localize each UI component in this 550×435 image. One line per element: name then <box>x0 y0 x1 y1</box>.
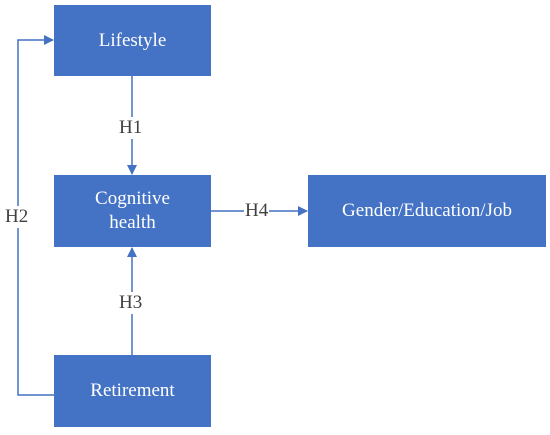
node-demographics-label: Gender/Education/Job <box>342 200 512 221</box>
node-retirement-label: Retirement <box>90 380 175 401</box>
node-lifestyle: Lifestyle <box>54 5 211 76</box>
node-lifestyle-label: Lifestyle <box>98 29 167 51</box>
hypothesis-label-h4: H4 <box>244 200 270 222</box>
hypothesis-label-h3: H3 <box>118 292 144 314</box>
node-cognitive-health-label: Cognitive health <box>95 187 170 235</box>
hypothesis-label-h2: H2 <box>4 206 30 228</box>
node-retirement: Retirement <box>54 355 211 427</box>
hypothesis-label-h1: H1 <box>118 117 144 139</box>
node-cognitive-health-line1: Cognitive <box>95 188 170 209</box>
node-cognitive-health-line2: health <box>109 212 156 233</box>
node-demographics: Gender/Education/Job <box>308 175 546 247</box>
node-cognitive-health: Cognitive health <box>54 175 211 247</box>
